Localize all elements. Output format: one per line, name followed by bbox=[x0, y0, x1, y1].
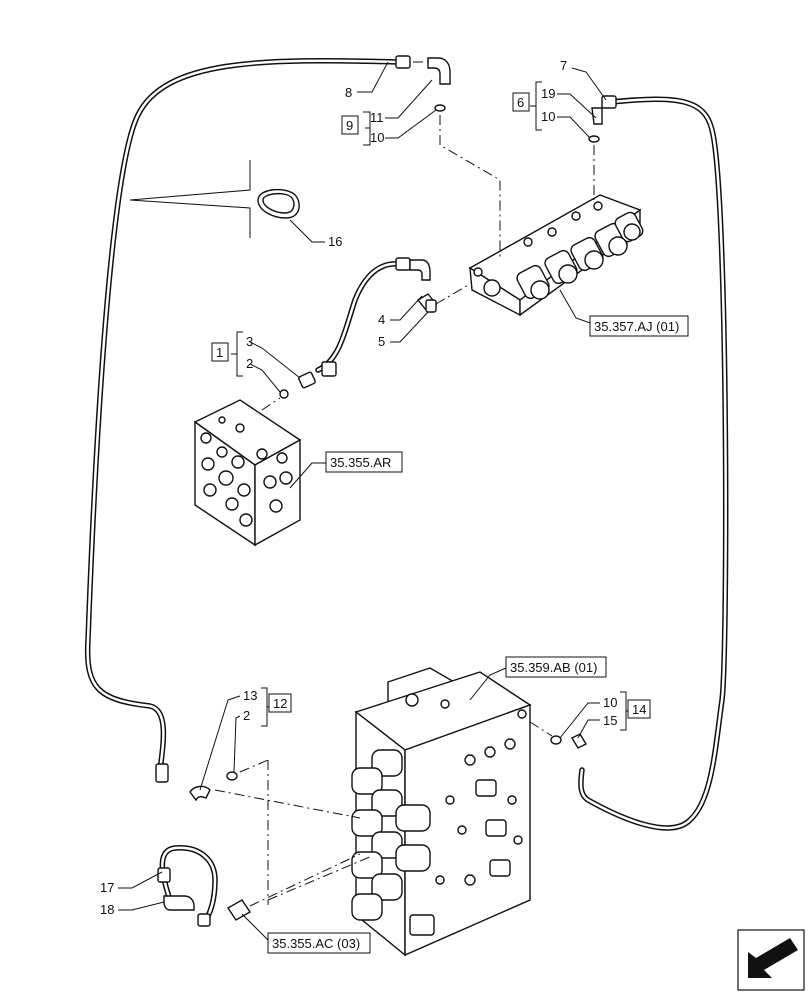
callout-10-top: 10 bbox=[370, 130, 384, 145]
ref-ac: 35.355.AC (03) bbox=[272, 936, 360, 951]
callout-6: 6 bbox=[517, 95, 524, 110]
callout-14: 14 bbox=[632, 702, 646, 717]
hose-left-long bbox=[84, 55, 411, 783]
elbow-fitting-11 bbox=[413, 57, 451, 112]
solenoid-valve-block-top bbox=[468, 194, 644, 317]
fitting-4-5 bbox=[416, 283, 471, 313]
ref-box-ab bbox=[505, 656, 607, 678]
hose-bottom-left bbox=[157, 845, 218, 927]
callout-11: 11 bbox=[370, 110, 384, 125]
oring-16 bbox=[129, 160, 300, 238]
callout-13: 13 bbox=[243, 688, 257, 703]
callout-10-low: 10 bbox=[603, 695, 617, 710]
callout-15: 15 bbox=[603, 713, 617, 728]
callout-4: 4 bbox=[378, 312, 385, 327]
short-hose-middle bbox=[315, 257, 431, 377]
callout-2-mid: 2 bbox=[246, 356, 253, 371]
callout-16: 16 bbox=[328, 234, 342, 249]
callout-10-right: 10 bbox=[541, 109, 555, 124]
box-14 bbox=[627, 699, 651, 719]
fitting-ac bbox=[227, 853, 373, 921]
box-6 bbox=[512, 92, 530, 112]
box-12 bbox=[268, 693, 292, 713]
manifold-block-middle bbox=[193, 399, 302, 547]
callout-5: 5 bbox=[378, 334, 385, 349]
callout-9: 9 bbox=[346, 118, 353, 133]
ref-ab: 35.359.AB (01) bbox=[510, 660, 597, 675]
direction-arrow-icon bbox=[737, 929, 805, 991]
fitting-13-2-left bbox=[189, 759, 269, 905]
callout-18: 18 bbox=[100, 902, 114, 917]
fitting-3-2 bbox=[261, 371, 316, 411]
callout-2-low: 2 bbox=[243, 708, 250, 723]
callouts: 8 11 10 9 7 19 10 6 16 4 5 3 2 1 13 2 12… bbox=[100, 58, 651, 917]
ref-aj: 35.357.AJ (01) bbox=[594, 319, 679, 334]
ref-box-ar bbox=[325, 451, 403, 473]
callout-3: 3 bbox=[246, 334, 253, 349]
ref-box-ac bbox=[267, 932, 371, 954]
box-1 bbox=[211, 342, 229, 362]
callout-19: 19 bbox=[541, 86, 555, 101]
callout-12: 12 bbox=[273, 696, 287, 711]
callout-17: 17 bbox=[100, 880, 114, 895]
ref-ar: 35.355.AR bbox=[330, 455, 391, 470]
box-9 bbox=[341, 115, 359, 135]
reference-labels: 35.357.AJ (01) 35.355.AR 35.359.AB (01) … bbox=[267, 315, 689, 954]
callout-7: 7 bbox=[560, 58, 567, 73]
fitting-10-15-right bbox=[529, 721, 587, 749]
ref-box-aj bbox=[589, 315, 689, 337]
callout-1: 1 bbox=[216, 345, 223, 360]
callout-8: 8 bbox=[345, 85, 352, 100]
main-control-valve bbox=[351, 667, 532, 957]
